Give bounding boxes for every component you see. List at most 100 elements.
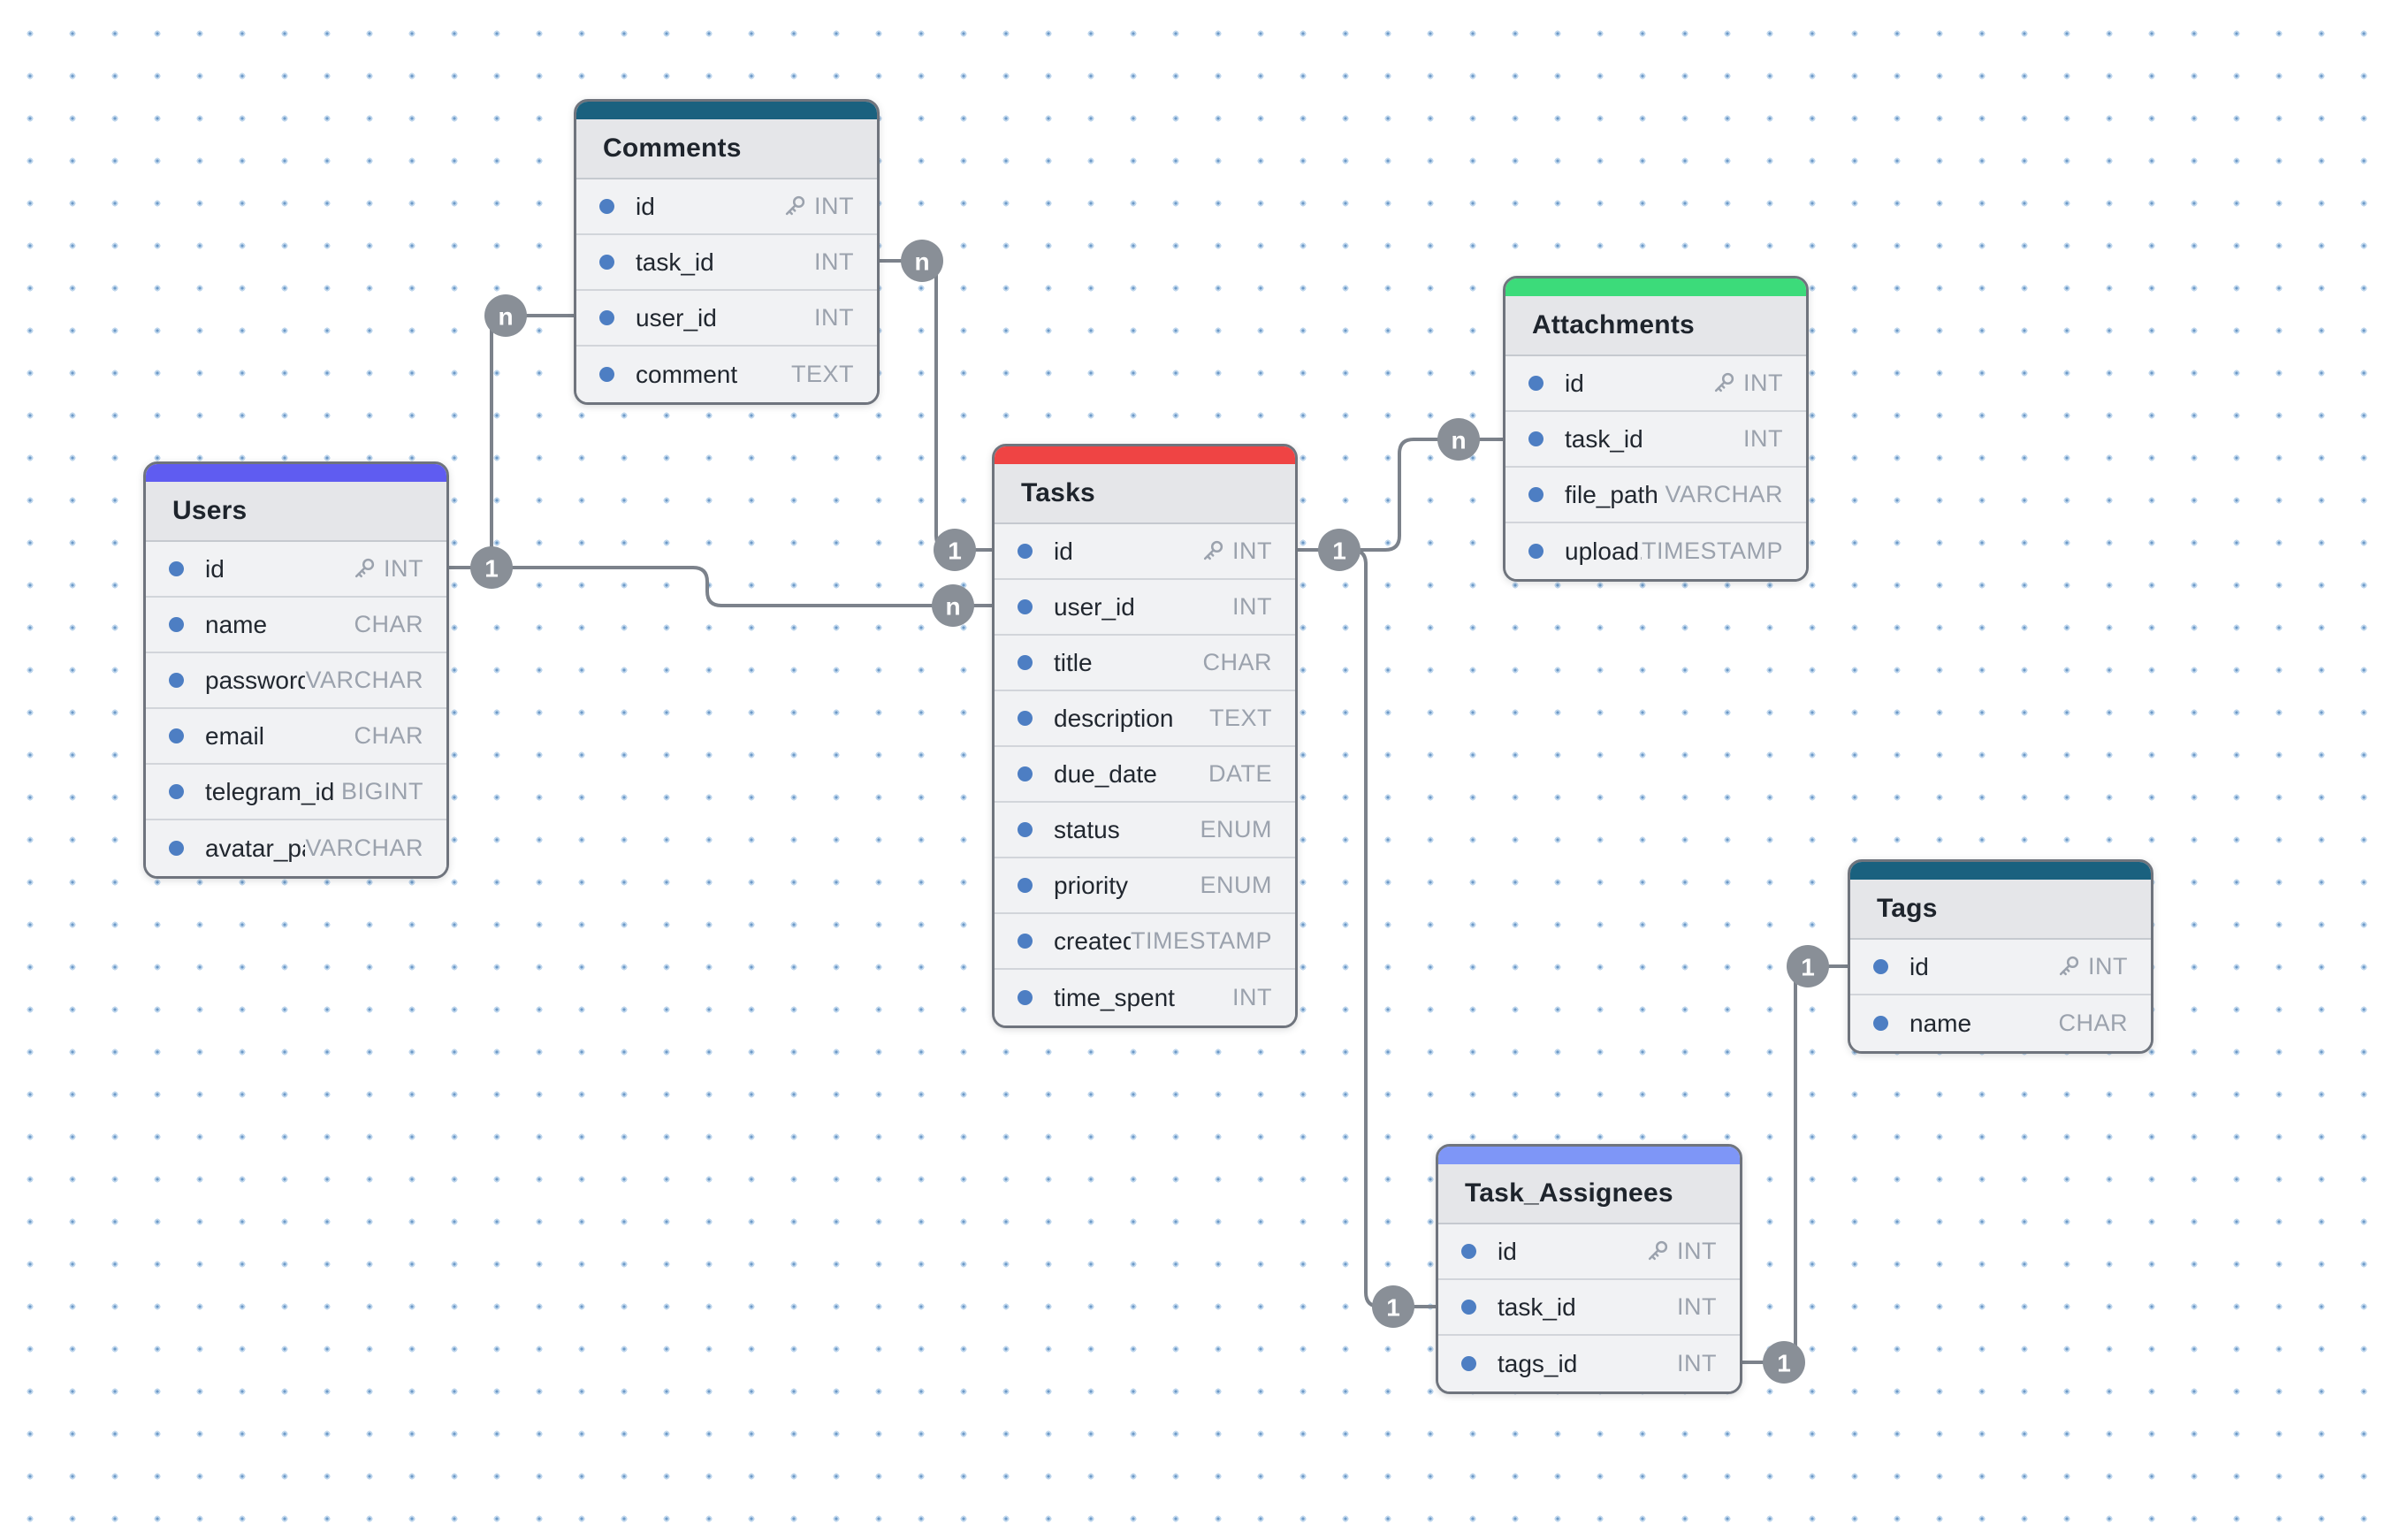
field-type-label: CHAR <box>2058 1010 2128 1037</box>
field-type-text: BIGINT <box>340 778 423 804</box>
cardinality-badge: 1 <box>470 546 513 589</box>
field-type-text: CHAR <box>354 722 423 749</box>
field-type-label: INT <box>1232 984 1272 1011</box>
field-name-label: upload... <box>1565 537 1642 565</box>
svg-text:1: 1 <box>1386 1294 1400 1322</box>
field-type-text: INT <box>1677 1238 1717 1264</box>
field-name-label: id <box>1909 952 1929 980</box>
field-type-label: VARCHAR <box>1665 481 1783 508</box>
table-title[interactable]: Comments <box>576 119 877 179</box>
svg-text:1: 1 <box>1332 537 1346 565</box>
relationship-edge[interactable] <box>1738 964 1852 1364</box>
field-name-label: id <box>1498 1237 1517 1265</box>
field-type-label: INT <box>1232 593 1272 621</box>
field-type-text: INT <box>814 248 854 275</box>
field-name-label: id <box>1565 369 1584 397</box>
field-row-id[interactable]: id INT <box>1850 940 2151 995</box>
field-dot-icon <box>169 561 184 576</box>
field-type-label: INT <box>814 304 854 332</box>
field-type-text: TEXT <box>1208 705 1272 731</box>
table-title[interactable]: Attachments <box>1505 296 1806 356</box>
svg-text:n: n <box>1451 427 1466 454</box>
cardinality-badge: 1 <box>1763 1341 1805 1384</box>
field-type-text: INT <box>2088 953 2128 980</box>
field-name-label: created... <box>1054 926 1131 955</box>
field-type-label: INT <box>2054 953 2128 980</box>
field-row-created[interactable]: created...TIMESTAMP <box>995 914 1295 970</box>
cardinality-badge: 1 <box>1787 945 1829 987</box>
table-accent-strip <box>1850 862 2151 880</box>
field-type-text: TIMESTAMP <box>1641 537 1783 564</box>
relationship-edge[interactable] <box>875 259 996 552</box>
field-name-label: password <box>205 666 306 694</box>
field-type-text: VARCHAR <box>1665 481 1783 507</box>
table-title[interactable]: Users <box>146 482 446 542</box>
table-accent-strip <box>1505 278 1806 296</box>
relationship-edge[interactable] <box>445 314 578 569</box>
relationship-edge[interactable] <box>445 566 996 607</box>
field-type-label: TEXT <box>1209 705 1272 732</box>
field-row-avatar_pa[interactable]: avatar_pa...VARCHAR <box>146 820 446 876</box>
primary-key-icon <box>1203 540 1223 560</box>
field-dot-icon <box>1461 1356 1476 1371</box>
field-type-label: CHAR <box>354 722 423 750</box>
relationship-edge[interactable] <box>1293 548 1440 1308</box>
field-type-text: DATE <box>1208 760 1272 787</box>
field-dot-icon <box>1018 711 1033 726</box>
field-row-email[interactable]: email CHAR <box>146 709 446 765</box>
field-dot-icon <box>1873 959 1888 974</box>
svg-text:n: n <box>945 593 960 621</box>
table-title[interactable]: Tags <box>1850 880 2151 940</box>
cardinality-badge: n <box>484 294 527 337</box>
table-name-label: Tasks <box>1021 478 1095 507</box>
field-dot-icon <box>1018 544 1033 559</box>
table-title[interactable]: Task_Assignees <box>1438 1164 1740 1224</box>
field-name-label: time_spent <box>1054 983 1175 1011</box>
field-type-label: INT <box>1677 1350 1717 1377</box>
field-type-text: CHAR <box>354 611 423 637</box>
field-dot-icon <box>1018 878 1033 893</box>
table-title[interactable]: Tasks <box>995 464 1295 524</box>
table-name-label: Users <box>172 496 248 525</box>
svg-text:1: 1 <box>948 537 962 565</box>
field-row-time_spent[interactable]: time_spent INT <box>995 970 1295 1025</box>
field-name-label: title <box>1054 648 1093 676</box>
field-type-label: INT <box>350 555 423 583</box>
field-name-label: user_id <box>1054 592 1135 621</box>
relationship-edge[interactable] <box>1293 438 1507 552</box>
field-dot-icon <box>599 310 614 325</box>
field-row-user_id[interactable]: user_id INT <box>995 580 1295 636</box>
field-row-id[interactable]: id INT <box>1438 1224 1740 1280</box>
field-row-upload[interactable]: upload...TIMESTAMP <box>1505 523 1806 579</box>
field-name-label: email <box>205 721 264 750</box>
cardinality-badge: n <box>932 584 974 627</box>
field-dot-icon <box>1528 376 1544 391</box>
